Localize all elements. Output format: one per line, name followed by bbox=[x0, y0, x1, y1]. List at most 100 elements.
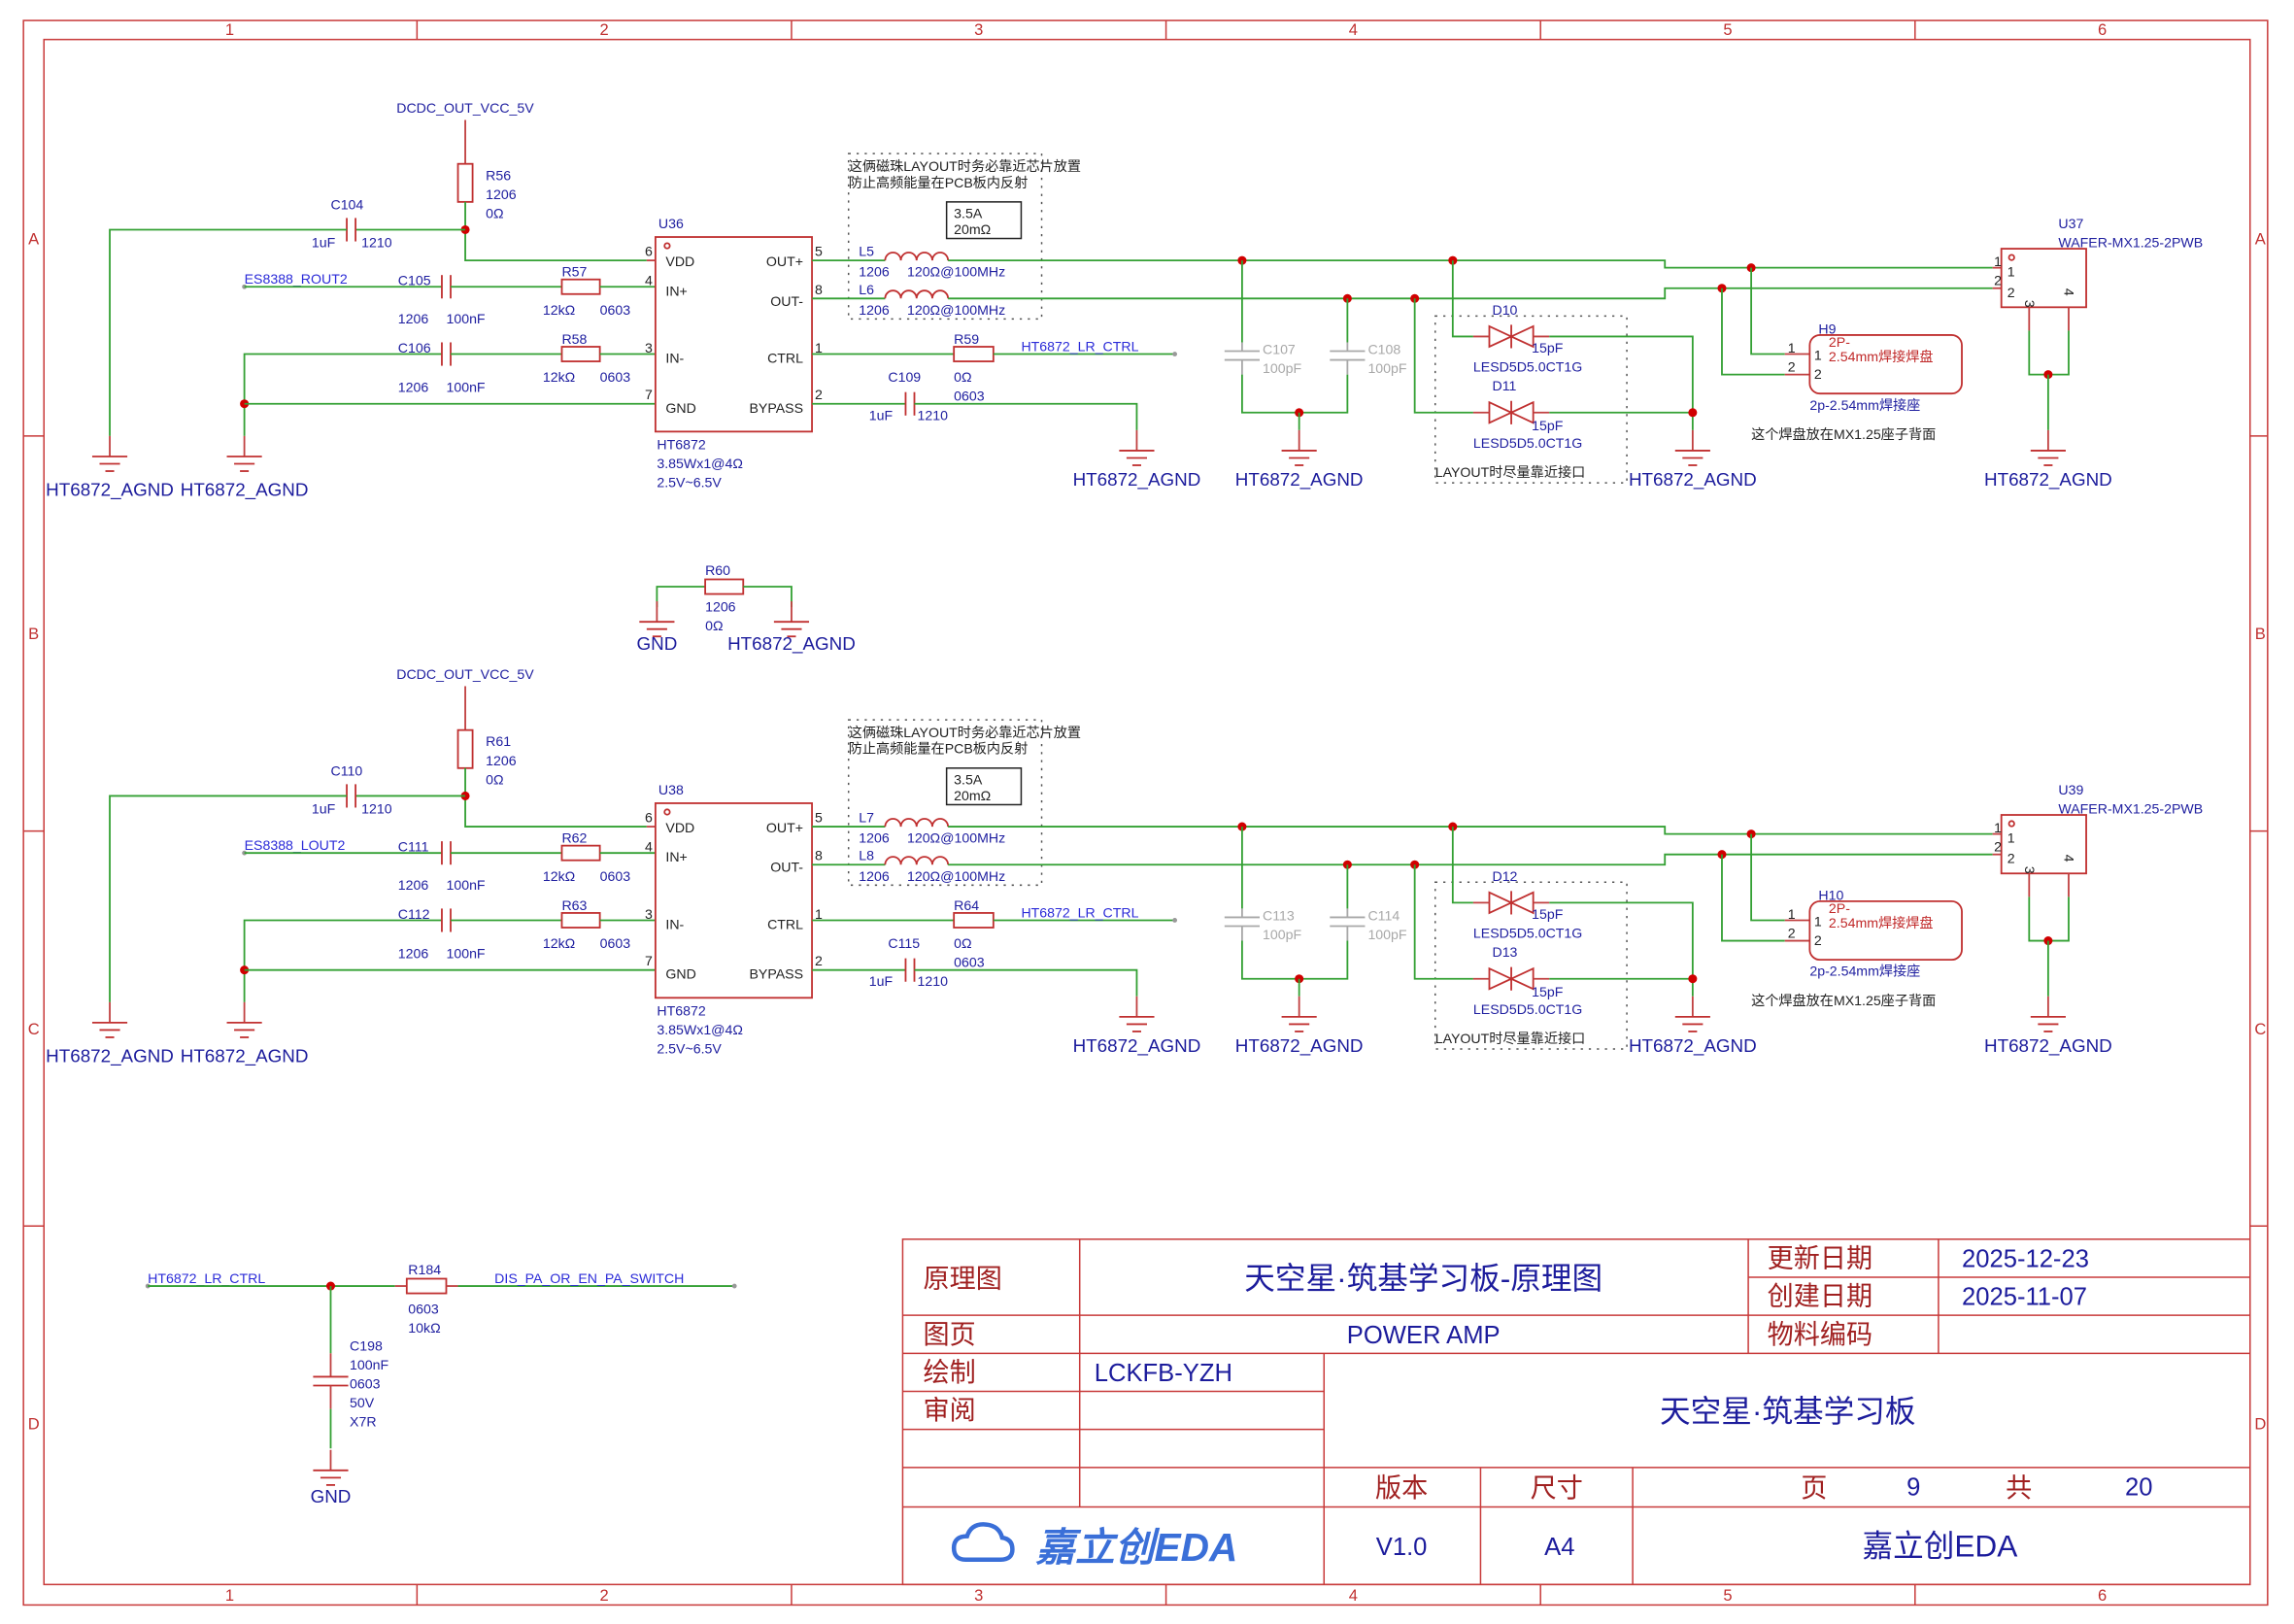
ic-pin-number: 6 bbox=[645, 810, 653, 826]
resistor-package: 1206 bbox=[486, 753, 517, 768]
ic-pin-number: 4 bbox=[645, 273, 653, 288]
created-date: 2025-11-07 bbox=[1962, 1284, 2087, 1311]
sheet-label: 图页 bbox=[924, 1319, 976, 1349]
capacitor-value: 100nF bbox=[446, 311, 485, 326]
pad-ref: H9 bbox=[1818, 321, 1836, 336]
resistor-value: 12kΩ bbox=[543, 302, 575, 318]
ic-pin-name: BYPASS bbox=[749, 400, 803, 416]
ic-pin-name: IN+ bbox=[665, 849, 687, 864]
resistor-value: 0Ω bbox=[954, 935, 971, 951]
resistor-value: 0Ω bbox=[486, 205, 503, 220]
pin1-marker bbox=[2007, 254, 2015, 261]
resistor-value: 10kΩ bbox=[408, 1320, 440, 1336]
connector-pin-label: 2 bbox=[2007, 285, 2015, 300]
ctrl-net-label: HT6872_LR_CTRL bbox=[1021, 339, 1138, 355]
column-label: 2 bbox=[600, 20, 609, 39]
ic-pin-number: 1 bbox=[815, 340, 823, 355]
resistor-value: 12kΩ bbox=[543, 935, 575, 951]
resistor-package: 0603 bbox=[408, 1302, 439, 1317]
esd-layout-note: LAYOUT时尽量靠近接口 bbox=[1435, 1031, 1586, 1046]
ic-pin-name: OUT- bbox=[770, 293, 803, 309]
capacitor-ref: C106 bbox=[398, 340, 431, 355]
ground-label: HT6872_AGND bbox=[1073, 1035, 1201, 1057]
wire bbox=[1413, 298, 1473, 414]
ground-label: HT6872_AGND bbox=[1235, 1035, 1364, 1057]
part-number-label: 物料编码 bbox=[1768, 1319, 1872, 1349]
connector-pin-number: 1 bbox=[1994, 254, 2002, 269]
power-net-label: DCDC_OUT_VCC_5V bbox=[396, 666, 534, 682]
layout-note-region bbox=[847, 719, 1043, 887]
column-label: 2 bbox=[600, 1586, 609, 1605]
resistor-package: 0603 bbox=[954, 955, 985, 970]
layout-note: 防止高频能量在PCB板内反射 bbox=[849, 175, 1029, 190]
capacitor-package: 0603 bbox=[350, 1375, 381, 1391]
diode-part: LESD5D5.0CT1G bbox=[1473, 359, 1582, 375]
resistor-ref: R57 bbox=[561, 264, 587, 280]
pad-name: 2.54mm焊接焊盘 bbox=[1829, 349, 1934, 364]
capacitor-value: 100nF bbox=[446, 380, 485, 395]
outer-border bbox=[22, 19, 2269, 1607]
diode-part: LESD5D5.0CT1G bbox=[1473, 926, 1582, 941]
resistor-symbol bbox=[560, 844, 601, 862]
pad-note: 这个焊盘放在MX1.25座子背面 bbox=[1751, 993, 1936, 1008]
ic-pin-number: 8 bbox=[815, 848, 823, 863]
solder-pad-body bbox=[1808, 334, 1963, 395]
wire bbox=[1721, 288, 1785, 376]
wire bbox=[1413, 864, 1473, 980]
pad-pin-number: 2 bbox=[1788, 926, 1796, 941]
junction-dot bbox=[1688, 974, 1698, 984]
total-pages: 20 bbox=[2125, 1473, 2152, 1501]
ic-part: HT6872 bbox=[657, 436, 705, 452]
ground-label: HT6872_AGND bbox=[181, 1046, 309, 1067]
inductor-value: 120Ω@100MHz bbox=[907, 302, 1005, 318]
row-label: B bbox=[28, 625, 39, 643]
inductor-ref: L7 bbox=[859, 810, 874, 826]
resistor-package: 0603 bbox=[600, 935, 631, 951]
column-label: 6 bbox=[2098, 20, 2107, 39]
resistor-ref: R60 bbox=[705, 562, 730, 578]
ic-pin-name: IN- bbox=[665, 351, 684, 366]
ic-spec: 2.5V~6.5V bbox=[657, 1041, 722, 1057]
wire bbox=[656, 586, 706, 608]
capacitor-value: 1uF bbox=[869, 973, 894, 989]
inductor-value: 120Ω@100MHz bbox=[907, 830, 1005, 846]
esd-layout-region bbox=[1434, 881, 1628, 1050]
wire bbox=[743, 586, 793, 608]
wire bbox=[1721, 854, 1785, 942]
diode-part: LESD5D5.0CT1G bbox=[1473, 435, 1582, 451]
tvs-diode-symbol bbox=[1488, 400, 1535, 424]
ic-pin-name: OUT- bbox=[770, 860, 803, 875]
column-label: 1 bbox=[225, 1586, 234, 1605]
board-name: 天空星·筑基学习板 bbox=[1660, 1394, 1916, 1429]
total-label: 共 bbox=[2006, 1472, 2032, 1503]
pad-pin-label: 2 bbox=[1814, 366, 1822, 382]
column-label: 4 bbox=[1349, 1586, 1358, 1605]
pad-pin-label: 2 bbox=[1814, 932, 1822, 948]
ground-label: HT6872_AGND bbox=[181, 480, 309, 501]
inductor-package: 1206 bbox=[859, 302, 890, 318]
connector-ref: U39 bbox=[2058, 782, 2083, 797]
inductor-symbol bbox=[884, 818, 950, 828]
diode-capacitance: 15pF bbox=[1532, 906, 1564, 922]
resistor-ref: R58 bbox=[561, 331, 587, 347]
pad-name: 2P- bbox=[1829, 334, 1850, 350]
wire bbox=[948, 287, 1993, 300]
resistor-package: 1206 bbox=[486, 186, 517, 202]
ic-pin-name: CTRL bbox=[767, 351, 803, 366]
connector-pin-label: 3 bbox=[2022, 300, 2038, 308]
wire bbox=[914, 402, 1138, 430]
capacitor-value: 100pF bbox=[1367, 360, 1406, 376]
drawn-label: 绘制 bbox=[924, 1357, 976, 1387]
diode-part: LESD5D5.0CT1G bbox=[1473, 1001, 1582, 1017]
resistor-ref: R64 bbox=[954, 897, 979, 913]
connector-pin-number: 2 bbox=[1994, 839, 2002, 855]
capacitor-value: 1uF bbox=[312, 801, 336, 817]
row-label: A bbox=[2255, 230, 2266, 249]
net-endpoint bbox=[731, 1283, 737, 1289]
wire bbox=[243, 919, 442, 1002]
row-label: D bbox=[28, 1415, 40, 1434]
wire bbox=[1241, 374, 1349, 414]
solder-pad-body bbox=[1808, 899, 1963, 962]
diode-capacitance: 15pF bbox=[1532, 418, 1564, 433]
capacitor-package: 1206 bbox=[398, 311, 429, 326]
